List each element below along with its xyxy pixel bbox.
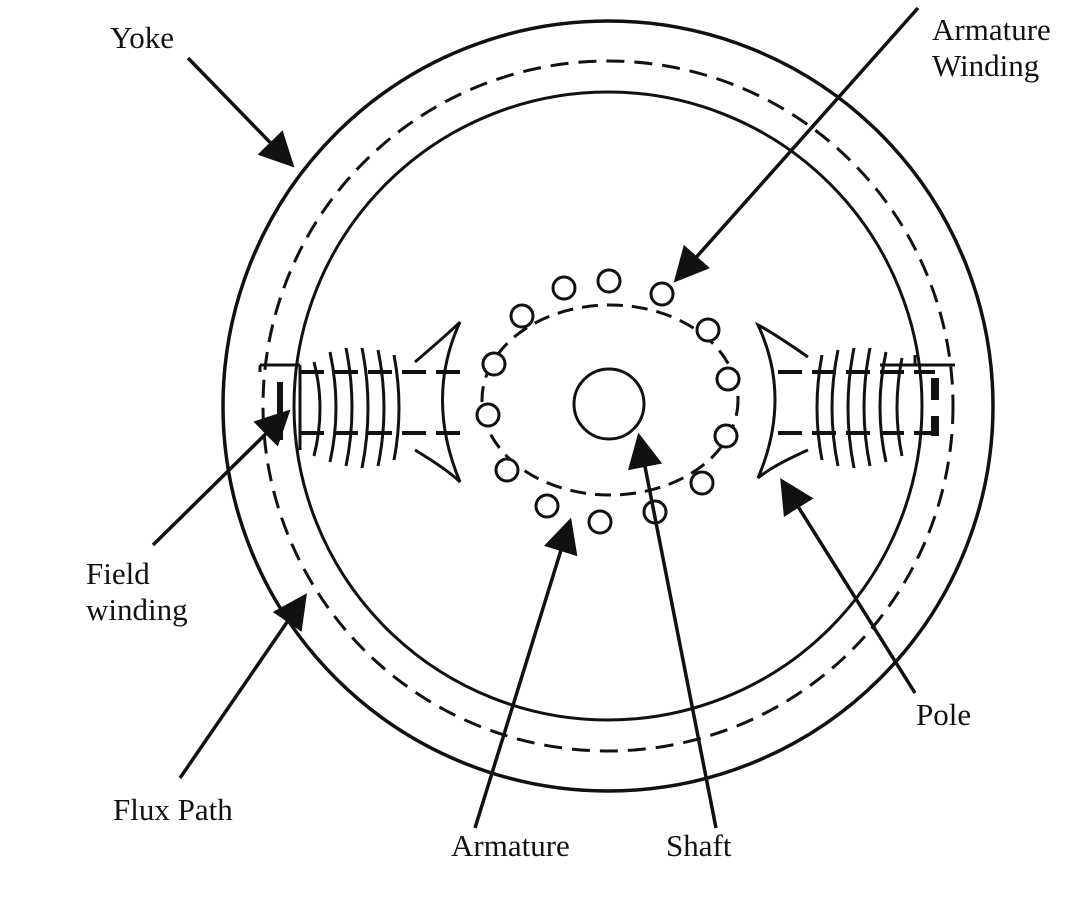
shaft-arrow bbox=[627, 432, 718, 829]
conductor bbox=[494, 457, 520, 483]
armature-boundary bbox=[480, 303, 740, 497]
conductor bbox=[481, 351, 507, 377]
shaft-circle bbox=[572, 367, 646, 441]
label-field-winding: Field winding bbox=[86, 556, 188, 628]
field-winding-arrow bbox=[151, 409, 291, 547]
label-flux-path: Flux Path bbox=[113, 792, 233, 827]
label-field-winding-line1: Field bbox=[86, 556, 150, 591]
armature-winding-arrow bbox=[673, 6, 920, 283]
yoke-arrow bbox=[186, 56, 295, 168]
right-field-winding bbox=[815, 347, 904, 469]
yoke-inner-circle bbox=[292, 90, 924, 722]
conductor bbox=[475, 402, 501, 428]
flux-path-circle bbox=[261, 59, 955, 753]
label-field-winding-line2: winding bbox=[86, 592, 188, 627]
conductor bbox=[509, 303, 535, 329]
conductor bbox=[715, 366, 741, 392]
conductor bbox=[534, 493, 560, 519]
left-field-winding bbox=[312, 347, 401, 469]
pole-arrow bbox=[780, 478, 917, 694]
yoke-outer-circle bbox=[221, 19, 995, 793]
armature-conductors bbox=[475, 268, 741, 535]
right-pole bbox=[754, 321, 955, 480]
label-armature-winding-line1: Armature bbox=[932, 12, 1051, 47]
conductor bbox=[596, 268, 622, 294]
label-armature-winding: Armature Winding bbox=[932, 12, 1051, 84]
conductor bbox=[713, 423, 739, 449]
label-shaft: Shaft bbox=[666, 828, 732, 863]
conductor bbox=[695, 317, 721, 343]
conductor bbox=[649, 281, 675, 307]
conductor bbox=[689, 470, 715, 496]
conductor bbox=[587, 509, 613, 535]
label-armature-winding-line2: Winding bbox=[932, 48, 1040, 83]
armature-arrow bbox=[473, 517, 578, 829]
flux-path-arrow bbox=[178, 593, 307, 779]
label-armature: Armature bbox=[451, 828, 570, 863]
label-yoke: Yoke bbox=[110, 20, 175, 55]
label-pole: Pole bbox=[916, 697, 972, 732]
conductor bbox=[551, 275, 577, 301]
